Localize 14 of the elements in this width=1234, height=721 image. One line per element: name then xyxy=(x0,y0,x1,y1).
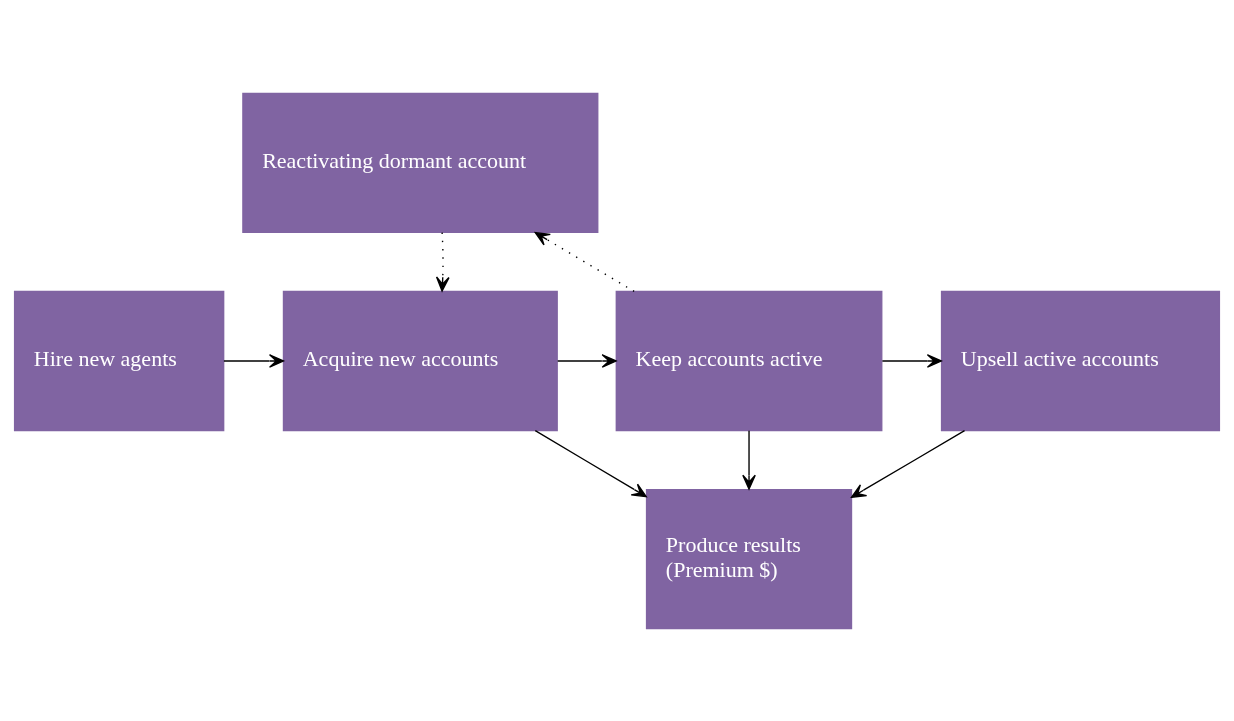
node-box: Upsell active accounts xyxy=(940,290,1221,431)
node-box: Reactivating dormant account xyxy=(242,92,599,233)
arrow xyxy=(534,231,635,292)
arrow xyxy=(881,353,942,368)
arrow xyxy=(742,429,756,490)
arrow xyxy=(850,429,966,498)
arrow xyxy=(557,353,617,368)
arrow xyxy=(534,429,647,497)
node-box: Keep accounts active xyxy=(615,290,883,431)
node-box: Hire new agents xyxy=(13,290,225,431)
arrow xyxy=(435,231,450,292)
node-box: Produce results (Premium $) xyxy=(645,488,853,629)
arrow xyxy=(223,353,284,368)
node-box: Acquire new accounts xyxy=(282,290,558,431)
